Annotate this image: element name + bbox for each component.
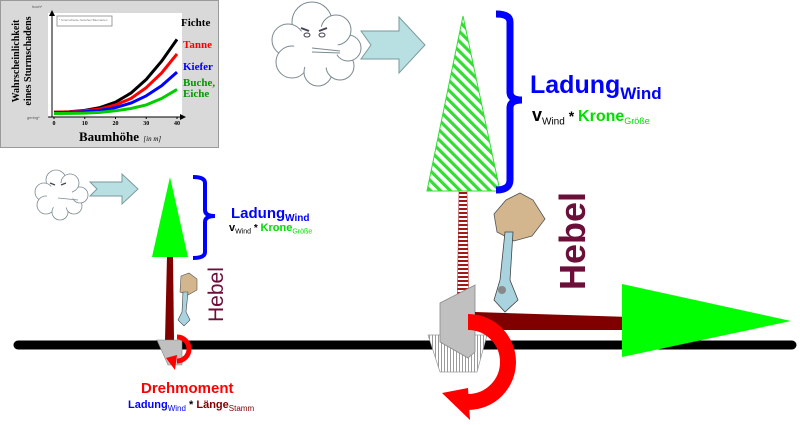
legend-tanne: Tanne	[183, 39, 212, 51]
big-hand-wrench-icon	[493, 192, 546, 313]
big-load-main: Ladung	[530, 71, 621, 99]
small-formula-v: v	[229, 222, 236, 234]
x-tick-label: 0	[53, 121, 56, 127]
small-load-label: LadungWind	[231, 205, 310, 226]
big-lever-bar	[475, 312, 630, 330]
small-formula: vWind * KroneGröße	[229, 223, 312, 237]
torque-load-main: Ladung	[128, 399, 168, 411]
big-wind-arrow-icon	[360, 15, 426, 75]
small-load-sub: Wind	[285, 213, 310, 224]
big-wind-cloud-icon	[271, 1, 362, 87]
small-formula-v-sub: Wind	[235, 228, 252, 236]
torque-load-sub: Wind	[167, 403, 186, 413]
small-formula-star: *	[251, 223, 261, 234]
small-lever-label: Hebel	[205, 267, 228, 322]
y-axis-label-line1: Wahrscheinlichkeit	[11, 19, 22, 103]
note-box	[56, 15, 113, 27]
small-crown-brace	[192, 175, 216, 260]
torque-star: *	[185, 399, 197, 411]
small-hand-wrench-icon	[177, 272, 198, 327]
big-fallen-crown-arrow	[622, 284, 791, 357]
big-formula-v: v	[532, 105, 543, 125]
x-tick-label: 10	[82, 121, 88, 127]
x-axis-title: Baumhöhe	[79, 129, 139, 144]
small-load-main: Ladung	[231, 205, 286, 222]
note-text: * Unterschiede zwischen Baumarten	[59, 18, 108, 22]
small-formula-crown: Krone	[260, 222, 293, 234]
x-tick-label: 40	[174, 121, 180, 127]
x-tick-label: 30	[143, 121, 149, 127]
torque-length-main: Länge	[196, 399, 229, 411]
small-fulcrum-block	[156, 339, 183, 366]
big-formula: vWind * KroneGröße	[532, 105, 650, 130]
big-tree-trunk	[456, 190, 470, 319]
storm-damage-chart: 0 10 20 30 40	[48, 10, 186, 127]
big-lever-label: Hebel	[552, 191, 593, 290]
big-formula-v-sub: Wind	[542, 116, 565, 128]
torque-formula: LadungWind * LängeStamm	[128, 399, 254, 413]
big-fulcrum-base	[427, 334, 488, 373]
legend-kiefer: Kiefer	[183, 61, 213, 73]
small-formula-crown-sub: Größe	[292, 228, 313, 236]
torque-length-sub: Stamm	[228, 403, 255, 413]
small-tree-crown	[152, 177, 188, 257]
big-load-label: LadungWind	[530, 73, 662, 106]
x-axis-arrow	[180, 114, 186, 120]
legend-fichte: Fichte	[181, 17, 211, 29]
small-tree-trunk	[165, 256, 174, 340]
big-load-sub: Wind	[620, 84, 662, 103]
y-axis-label: Wahrscheinlichkeit eines Sturmschadens	[11, 11, 35, 111]
big-fulcrum-block	[439, 284, 476, 359]
small-torque-arrow-icon	[166, 334, 192, 370]
x-axis-label: Baumhöhe [in m]	[79, 128, 161, 146]
torque-title: Drehmoment	[141, 380, 234, 397]
y-bottom-label: gering*	[27, 115, 40, 120]
x-tick-label: 20	[113, 121, 119, 127]
big-formula-crown-sub: Größe	[624, 116, 650, 127]
chart-panel: 0 10 20 30 40 hoch* gering* * Unterschiede z…	[0, 0, 219, 148]
legend-buche: Buche,	[183, 77, 216, 89]
x-axis-unit: [in m]	[143, 135, 162, 143]
small-wind-cloud-icon	[34, 169, 89, 221]
big-formula-crown: Krone	[578, 108, 625, 125]
big-torque-arrow-icon	[442, 314, 516, 420]
legend-eiche: Eiche	[183, 88, 210, 100]
series-line-3	[53, 88, 178, 115]
y-axis-label-line2: eines Sturmschadens	[23, 16, 34, 106]
big-crown-brace	[495, 10, 523, 194]
small-wind-arrow-icon	[88, 172, 139, 206]
big-tree-crown	[426, 15, 501, 192]
y-top-label: hoch*	[32, 4, 43, 9]
y-axis-arrow	[49, 10, 55, 16]
big-formula-star: *	[564, 108, 579, 124]
